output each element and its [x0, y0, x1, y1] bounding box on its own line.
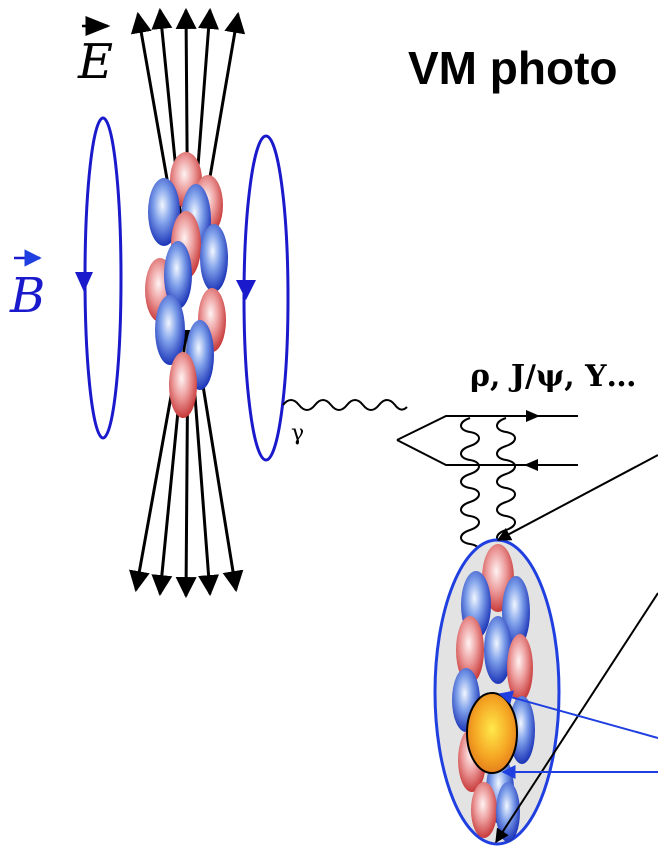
svg-text:E: E [77, 34, 113, 90]
b-loop-arrow-right [236, 280, 256, 300]
blue-pointer-arrows [498, 690, 658, 779]
page-title: VM photo [408, 42, 618, 94]
photon-label: γ [291, 421, 304, 446]
gluon-spring-icon [460, 417, 516, 559]
quark-arrow-in [524, 459, 538, 471]
vector-meson-label: ρ, J/ψ, Υ… [470, 359, 637, 394]
photon-line [282, 399, 408, 411]
b-loop-arrow-left [75, 272, 93, 292]
svg-text:B: B [9, 268, 45, 324]
e-field-label: E [77, 16, 113, 90]
hotspot-icon [466, 692, 518, 774]
black-pointer-arrows [495, 454, 658, 844]
nucleus-icon [145, 152, 228, 418]
target-nucleus [433, 538, 561, 846]
quark-pair [396, 415, 578, 466]
b-field-label: B [9, 249, 45, 324]
quark-arrow-out [526, 410, 540, 422]
